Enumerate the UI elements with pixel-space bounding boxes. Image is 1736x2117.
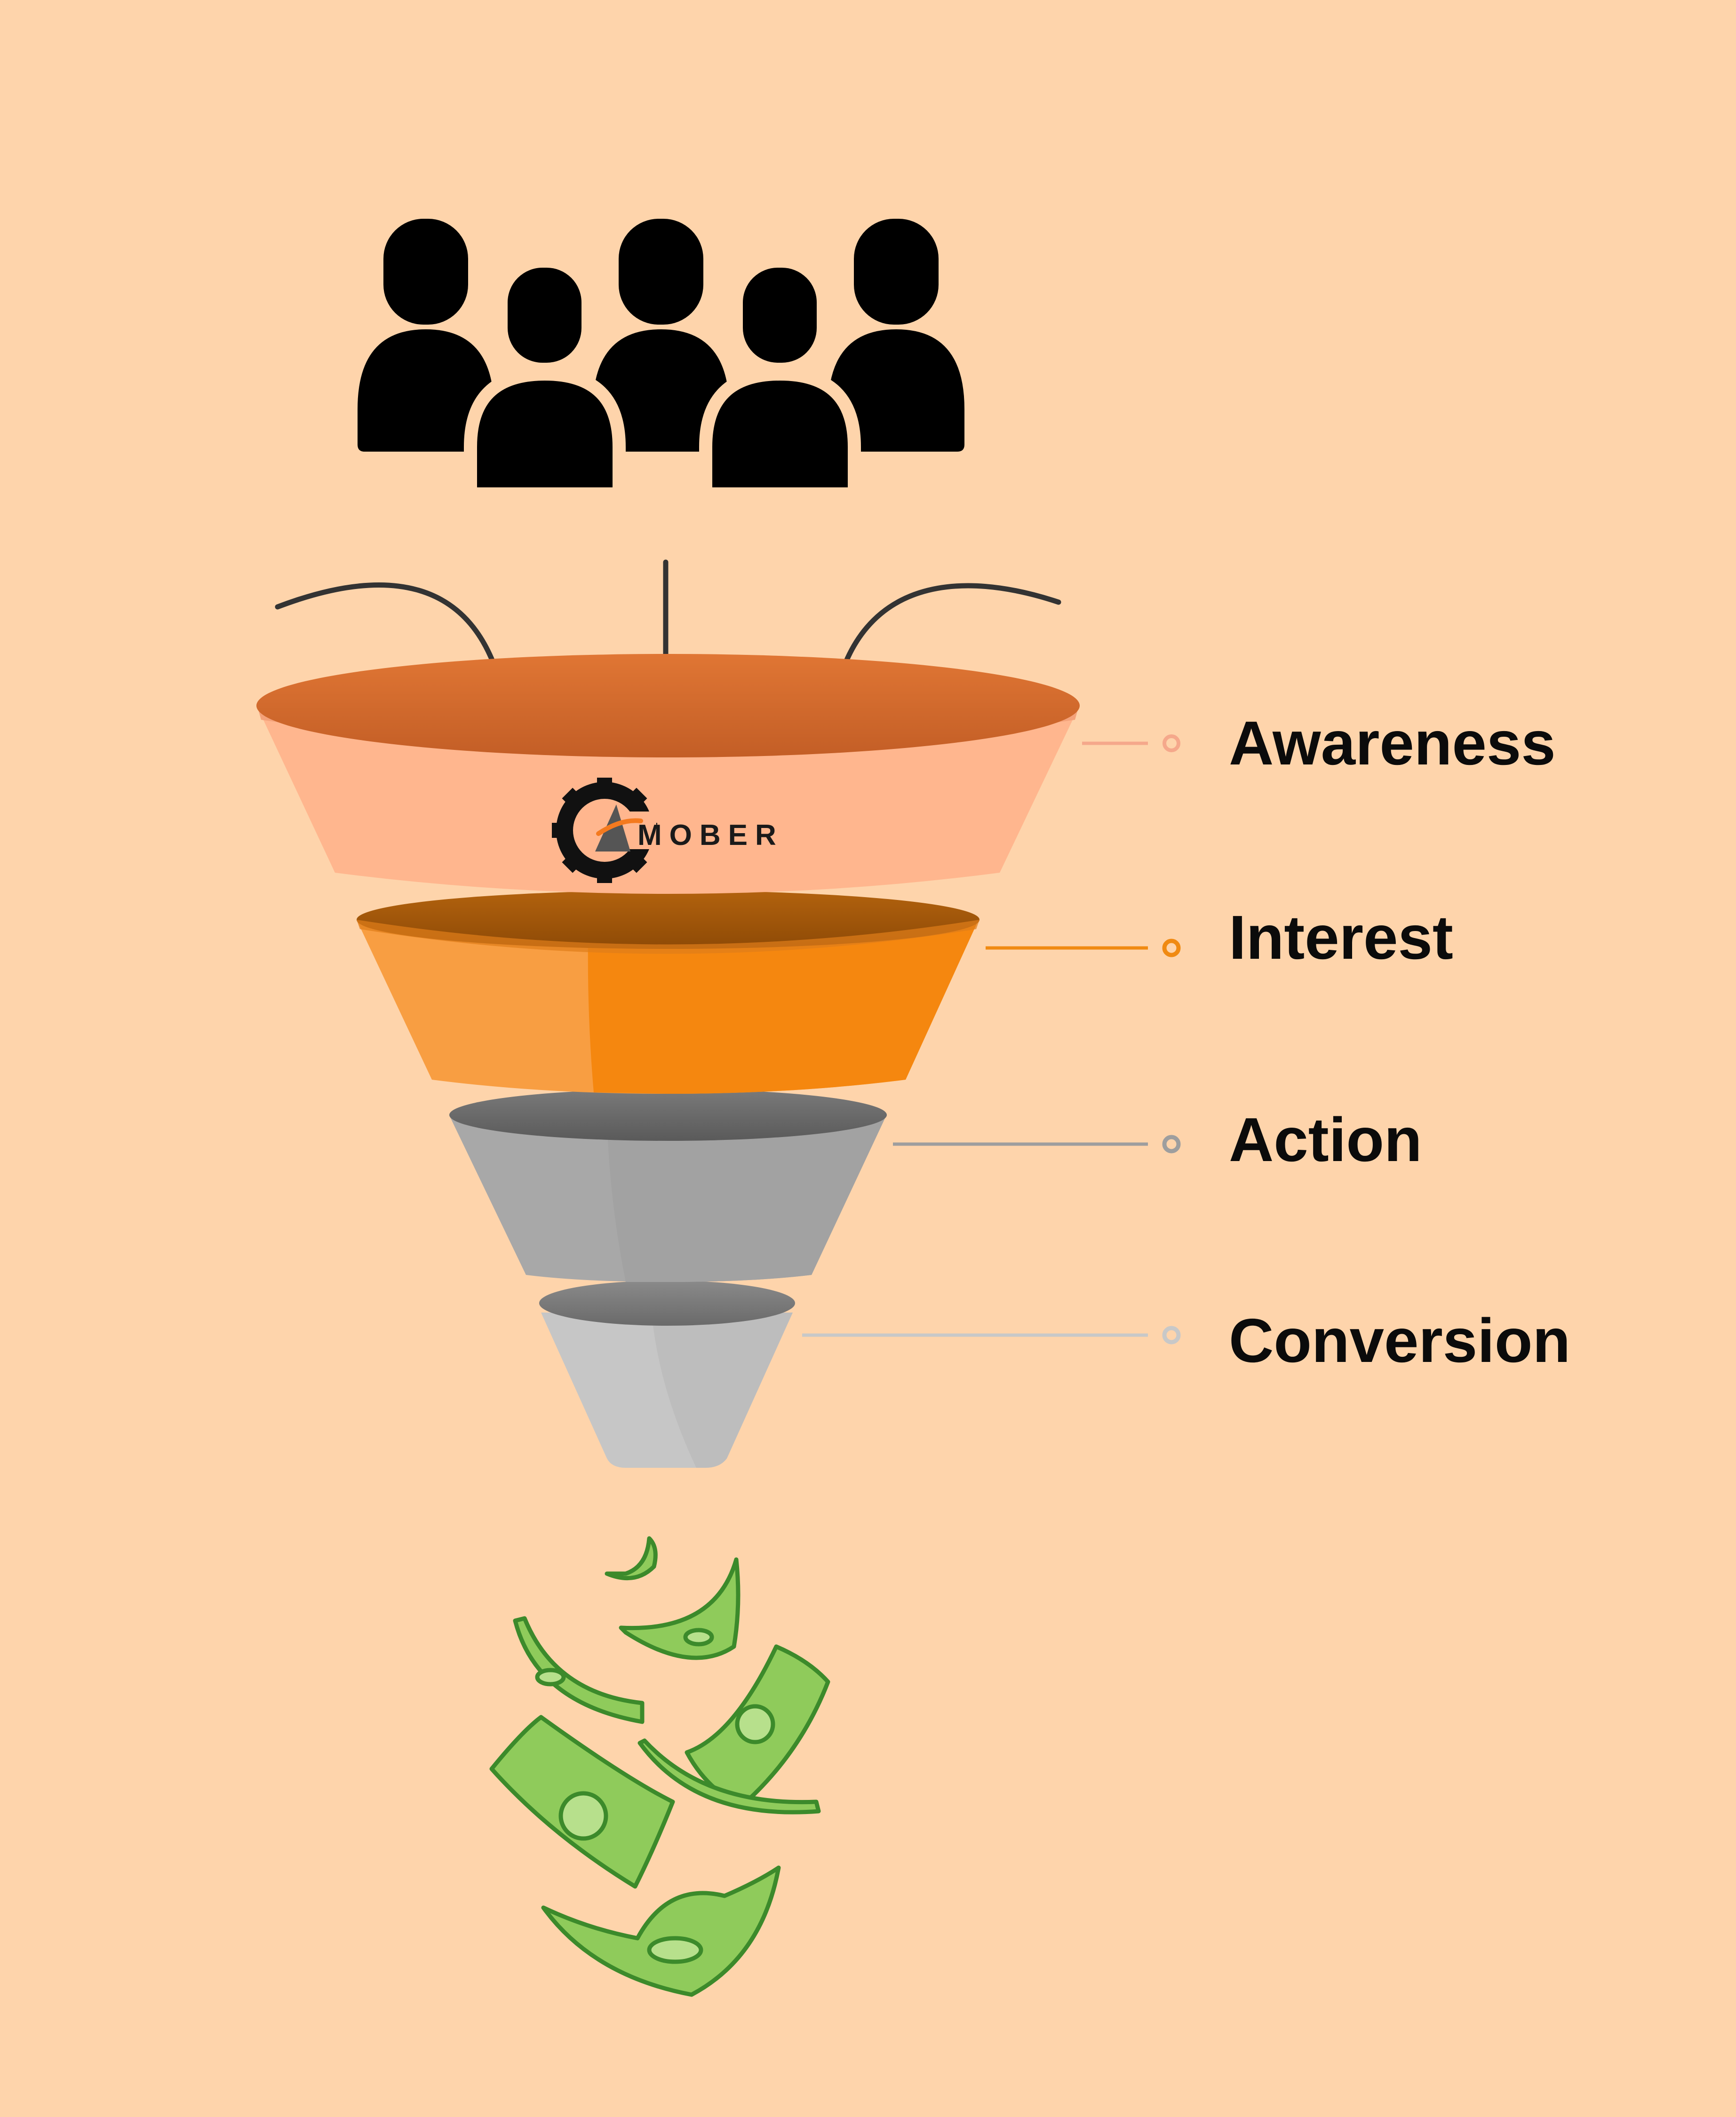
logo-text: MOBER: [637, 819, 784, 852]
stage-label-conversion: Conversion: [1229, 1306, 1571, 1375]
people-group-icon: [358, 219, 964, 501]
funnel-stage-action: [449, 1089, 887, 1282]
funnel-stage-conversion: [539, 1281, 795, 1468]
stage-connectors: [802, 734, 1181, 1345]
funnel-stage-awareness: [256, 654, 1080, 894]
funnel-stage-interest: [357, 891, 979, 1094]
stage-label-action: Action: [1229, 1105, 1422, 1174]
gear-icon: [552, 778, 657, 883]
mober-logo: MOBER: [552, 778, 784, 883]
money-bill-icon: [489, 1536, 830, 1997]
stage-label-interest: Interest: [1229, 903, 1453, 972]
stage-label-awareness: Awareness: [1229, 708, 1556, 778]
